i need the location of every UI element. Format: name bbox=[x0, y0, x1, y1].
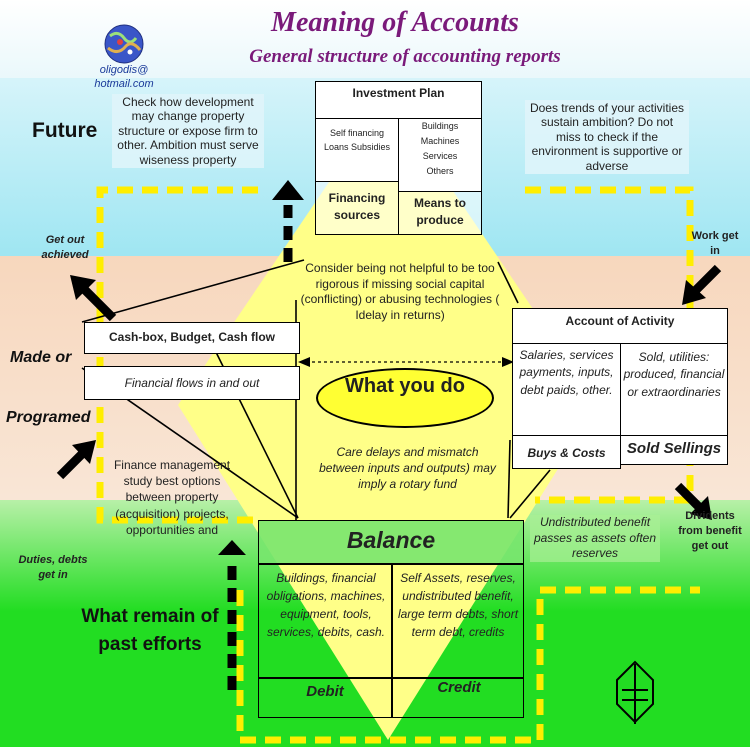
arrow-duties-get-in bbox=[56, 440, 96, 480]
means-item-1: Machines bbox=[420, 136, 460, 146]
duties-label-2: get in bbox=[38, 569, 68, 581]
note-middle: Consider being not helpful to be too rig… bbox=[300, 261, 500, 322]
get-out-achieved-label-2: achieved bbox=[41, 249, 89, 261]
balance-title: Balance bbox=[346, 527, 436, 553]
note-finance: Finance management study best options be… bbox=[113, 458, 231, 537]
corner-arrows bbox=[56, 264, 722, 520]
vertical-arrows bbox=[227, 205, 293, 690]
balance-credit-label: Credit bbox=[437, 679, 481, 696]
line-top-right bbox=[497, 261, 519, 304]
globe-logo bbox=[104, 24, 144, 64]
dashed-frames bbox=[96, 186, 700, 744]
means-item-2: Services bbox=[422, 151, 458, 161]
diamond-logo bbox=[616, 660, 654, 724]
activity-box: Account of Activity bbox=[512, 308, 728, 344]
means-items-box: Buildings Machines Services Others bbox=[398, 118, 482, 192]
dashed-frame-right bbox=[525, 186, 694, 504]
programed-label: Programed bbox=[6, 409, 91, 426]
what-you-do-ellipse bbox=[316, 368, 494, 428]
financing-sources-box: Financing sources bbox=[315, 181, 399, 235]
balance-divider-h-top bbox=[259, 563, 523, 565]
line-activity-to-balance bbox=[507, 439, 511, 519]
future-label: Future bbox=[32, 119, 98, 142]
investment-plan-box: Investment Plan bbox=[315, 81, 482, 119]
line-top-left bbox=[81, 259, 305, 323]
balance-divider-h-bottom bbox=[259, 677, 523, 679]
sold-sellings-label: Sold Sellings bbox=[626, 440, 722, 457]
arrow-work-get-in bbox=[682, 264, 722, 305]
link-arrow-right bbox=[502, 357, 514, 367]
means-to-produce-box: Means to produce bbox=[398, 191, 482, 235]
activity-left-items: Salaries, services payments, inputs, deb… bbox=[519, 348, 614, 397]
buys-costs-label: Buys & Costs bbox=[527, 446, 606, 460]
what-you-do-label: What you do bbox=[345, 375, 465, 397]
up-arrow-top-head bbox=[272, 180, 304, 200]
link-arrow-left bbox=[298, 357, 310, 367]
dividents-label-1: Dividents bbox=[685, 510, 735, 522]
balance-debit-items: Buildings, financial obligations, machin… bbox=[266, 571, 386, 639]
cashbox-title: Cash-box, Budget, Cash flow bbox=[108, 330, 275, 344]
arrow-get-out-achieved bbox=[70, 275, 117, 322]
past-efforts-line2: past efforts bbox=[98, 634, 202, 655]
note-top-right: Does trends of your activities sustain a… bbox=[525, 100, 689, 174]
work-get-in-label-1: Work get bbox=[691, 230, 739, 242]
dividents-label-3: get out bbox=[691, 540, 729, 552]
activity-title: Account of Activity bbox=[565, 314, 675, 328]
cashbox-box: Cash-box, Budget, Cash flow bbox=[84, 322, 300, 354]
dashed-frame-left bbox=[96, 186, 258, 524]
past-efforts-line1: What remain of bbox=[81, 606, 219, 627]
sold-sellings-box: Sold Sellings bbox=[620, 435, 728, 465]
activity-right-box: Sold, utilities: produced, financial or … bbox=[620, 343, 728, 436]
balance-title-bg bbox=[259, 521, 523, 563]
up-arrow-bottom-head bbox=[218, 540, 246, 555]
page-subtitle: General structure of accounting reports bbox=[249, 46, 561, 67]
made-or-label: Made or bbox=[10, 349, 72, 366]
means-item-3: Others bbox=[426, 166, 454, 176]
duties-label-1: Duties, debts bbox=[18, 554, 88, 566]
means-item-0: Buildings bbox=[421, 121, 459, 131]
dashed-frame-bottom bbox=[236, 586, 700, 744]
activity-left-box: Salaries, services payments, inputs, deb… bbox=[512, 343, 621, 436]
cash-flows-box: Financial flows in and out bbox=[84, 366, 300, 400]
note-care: Care delays and mismatch between inputs … bbox=[319, 445, 496, 492]
work-get-in-label-2: in bbox=[710, 245, 720, 257]
get-out-achieved-label-1: Get out bbox=[45, 234, 85, 246]
page-title: Meaning of Accounts bbox=[271, 7, 519, 38]
balance-credit-items: Self Assets, reserves, undistributed ben… bbox=[397, 571, 519, 639]
arrow-dividents-get-out bbox=[674, 482, 712, 520]
financing-items: Self financing Loans Subsidies bbox=[323, 128, 391, 152]
cash-flows-label: Financial flows in and out bbox=[124, 376, 260, 390]
line-activity-diag bbox=[509, 469, 551, 519]
balance-divider-v bbox=[391, 563, 393, 717]
note-top-left: Check how development may change propert… bbox=[112, 94, 264, 168]
author-email-line1: oligodis@ bbox=[99, 64, 149, 76]
dividents-label-2: from benefit bbox=[678, 525, 742, 537]
activity-right-items: Sold, utilities: produced, financial or … bbox=[623, 350, 725, 399]
note-undistributed: Undistributed benefit passes as assets o… bbox=[530, 515, 660, 562]
buys-costs-box: Buys & Costs bbox=[512, 435, 621, 469]
author-email-line2: hotmail.com bbox=[94, 78, 154, 90]
investment-plan-title: Investment Plan bbox=[352, 86, 445, 100]
balance-debit-label: Debit bbox=[306, 683, 344, 700]
financing-items-box: Self financing Loans Subsidies bbox=[315, 118, 399, 182]
means-to-produce-label: Means to produce bbox=[413, 196, 466, 227]
balance-box: Balance Buildings, financial obligations… bbox=[258, 520, 524, 718]
financing-sources-label: Financing sources bbox=[328, 191, 386, 222]
